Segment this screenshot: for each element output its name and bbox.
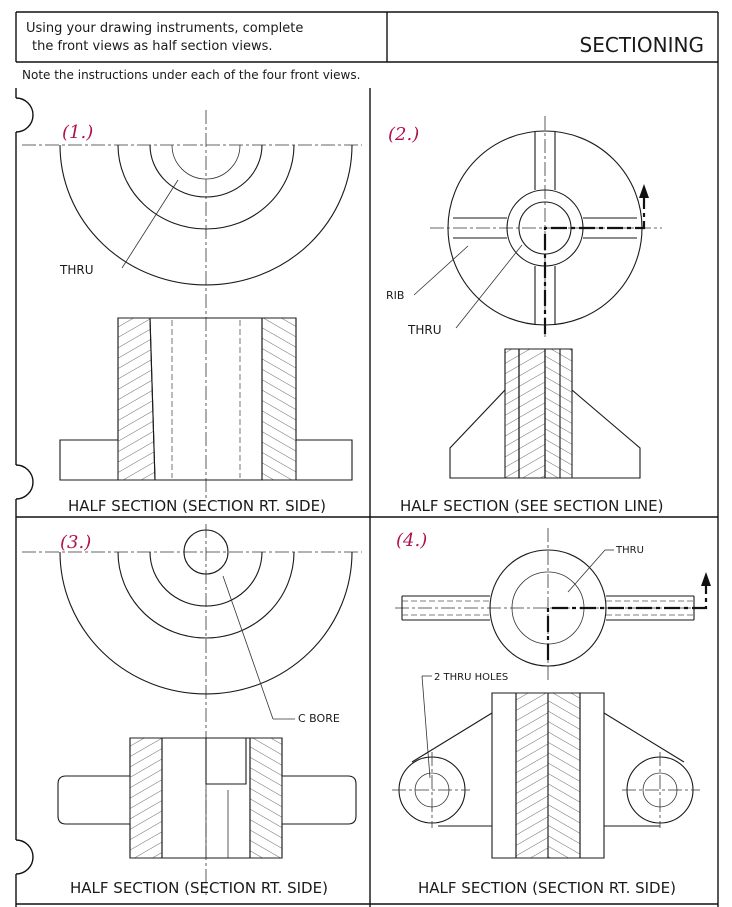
problem-3-number: (3.) — [60, 532, 91, 553]
problem-2-rib-label: RIB — [386, 289, 404, 302]
problem-4-holes-label: 2 THRU HOLES — [434, 672, 508, 683]
sheet-title: SECTIONING — [580, 33, 704, 57]
problem-1-number: (1.) — [62, 122, 93, 143]
problem-3-cbore-label: C BORE — [298, 712, 340, 725]
frame — [15, 11, 719, 907]
problem-2-thru-label: THRU — [407, 323, 441, 337]
problem-2-caption: HALF SECTION (SEE SECTION LINE) — [400, 497, 663, 515]
problem-1: (1.) THRU HALF SECTION (SECTION RT. SIDE… — [22, 110, 362, 515]
problem-4-thru-label: THRU — [615, 545, 644, 556]
problem-4-number: (4.) — [396, 530, 427, 551]
problem-4-caption: HALF SECTION (SECTION RT. SIDE) — [418, 879, 676, 897]
problem-2: (2.) RIB THRU HALF SECTION (SEE SECTION … — [386, 116, 663, 515]
instructions-line-1: Using your drawing instruments, complete — [26, 21, 303, 36]
problem-3: (3.) C BORE HALF SECTION (SECTION RT. SI… — [22, 524, 362, 897]
problem-1-caption: HALF SECTION (SECTION RT. SIDE) — [68, 497, 326, 515]
problem-4: (4.) THRU 2 THRU HOLES — [392, 528, 711, 897]
instructions-line-2: the front views as half section views. — [32, 39, 273, 54]
problem-2-number: (2.) — [388, 124, 419, 145]
note-text: Note the instructions under each of the … — [22, 68, 360, 82]
problem-1-thru-label: THRU — [59, 263, 93, 277]
problem-3-caption: HALF SECTION (SECTION RT. SIDE) — [70, 879, 328, 897]
